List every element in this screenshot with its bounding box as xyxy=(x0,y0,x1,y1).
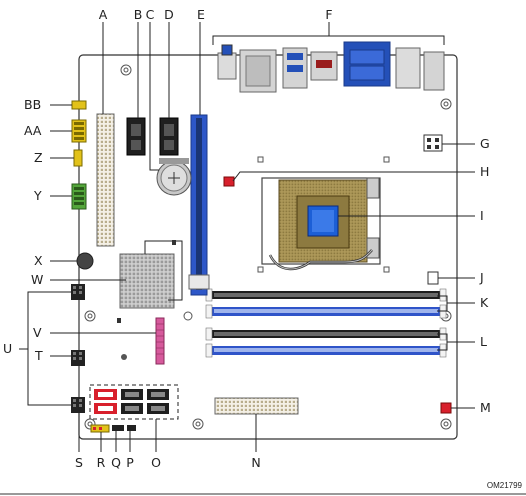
callout-x: X xyxy=(34,253,43,268)
fan-header-front xyxy=(428,272,438,284)
callout-aa: AA xyxy=(24,123,42,138)
callout-u: U xyxy=(3,341,12,356)
callout-k: K xyxy=(480,295,489,310)
pci-slot xyxy=(97,114,114,246)
callout-e: E xyxy=(197,7,205,22)
callout-t: T xyxy=(34,348,43,363)
onboard-speaker xyxy=(77,253,93,269)
callout-f: F xyxy=(325,7,332,22)
callout-r: R xyxy=(97,455,106,470)
callout-c: C xyxy=(146,7,155,22)
callout-d: D xyxy=(164,7,174,22)
callout-s: S xyxy=(75,455,83,470)
callout-y: Y xyxy=(33,188,42,203)
io-ps2-port xyxy=(218,53,236,79)
header-z xyxy=(74,150,82,166)
figure-code: OM21799 xyxy=(487,481,523,490)
pcie-x16-slot xyxy=(189,115,209,295)
callout-h: H xyxy=(480,164,489,179)
chipset xyxy=(120,254,174,308)
board-outline xyxy=(79,55,457,439)
callout-g: G xyxy=(480,136,490,151)
jumpers xyxy=(91,425,136,432)
io-audio-stack xyxy=(396,48,420,88)
callout-q: Q xyxy=(111,455,121,470)
pink-header xyxy=(156,318,164,364)
fan-header-rear xyxy=(441,403,451,413)
callout-z: Z xyxy=(34,150,43,165)
callout-j: J xyxy=(479,270,484,285)
callout-w: W xyxy=(31,272,43,287)
callout-p: P xyxy=(126,455,134,470)
io-lan-port xyxy=(424,52,444,90)
callout-bb: BB xyxy=(24,97,41,112)
callout-v: V xyxy=(33,325,42,340)
callout-a: A xyxy=(99,7,108,22)
callout-n: N xyxy=(251,455,260,470)
callout-b: B xyxy=(134,7,143,22)
callout-o: O xyxy=(151,455,161,470)
atx12v-connector xyxy=(424,135,442,151)
callout-l: L xyxy=(480,334,487,349)
callout-i: I xyxy=(480,208,484,223)
cpu-socket xyxy=(262,178,380,269)
fan-header-cpu xyxy=(224,177,234,186)
cmos-battery xyxy=(157,158,191,195)
atx-power-connector xyxy=(215,398,298,414)
callout-m: M xyxy=(480,400,491,415)
